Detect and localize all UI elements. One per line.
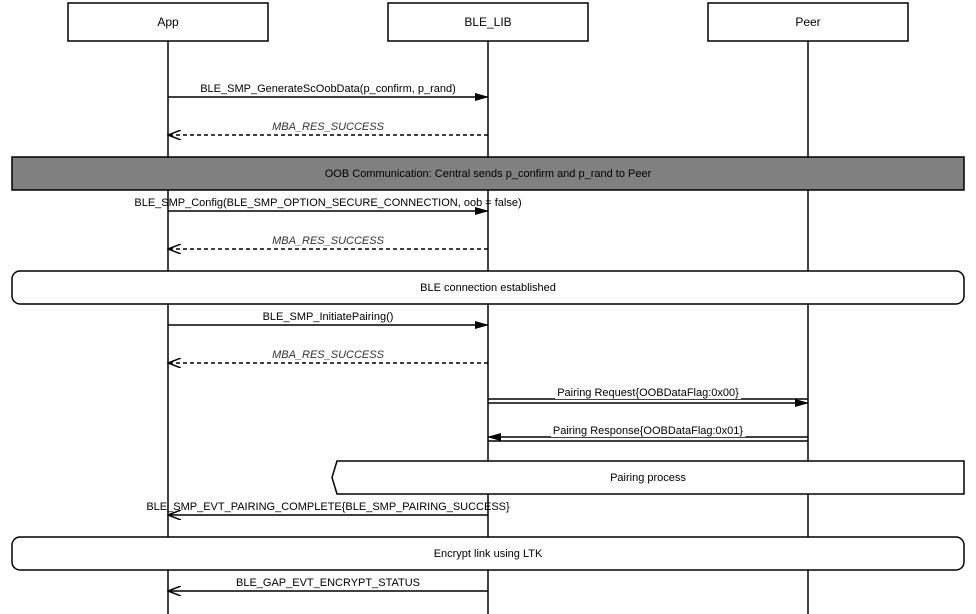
message-label: MBA_RES_SUCCESS — [272, 121, 385, 133]
message-call[interactable]: BLE_SMP_Config(BLE_SMP_OPTION_SECURE_CON… — [134, 197, 522, 215]
message-label: BLE_SMP_GenerateScOobData(p_confirm, p_r… — [200, 83, 456, 95]
participant-app[interactable]: App — [67, 2, 269, 42]
note-label: OOB Communication: Central sends p_confi… — [325, 168, 652, 180]
message-label: Pairing Response{OOBDataFlag:0x01} — [553, 425, 743, 437]
message-air[interactable]: Pairing Request{OOBDataFlag:0x00} — [488, 387, 809, 407]
note-label: Encrypt link using LTK — [434, 548, 543, 560]
participant-label: Peer — [795, 15, 820, 29]
message-call[interactable]: BLE_SMP_GenerateScOobData(p_confirm, p_r… — [168, 83, 489, 101]
message-label: Pairing Request{OOBDataFlag:0x00} — [557, 387, 739, 399]
message-label: BLE_SMP_Config(BLE_SMP_OPTION_SECURE_CON… — [134, 197, 521, 209]
message-return[interactable]: MBA_RES_SUCCESS — [168, 349, 488, 363]
message-label: BLE_SMP_InitiatePairing() — [263, 311, 394, 323]
participant-label: BLE_LIB — [464, 15, 511, 29]
note-label: Pairing process — [610, 472, 686, 484]
message-label: BLE_GAP_EVT_ENCRYPT_STATUS — [236, 577, 420, 589]
message-label: BLE_SMP_EVT_PAIRING_COMPLETE{BLE_SMP_PAI… — [146, 501, 510, 513]
note-rounded: BLE connection established — [11, 270, 965, 305]
participant-ble_lib[interactable]: BLE_LIB — [387, 2, 589, 42]
note-label: BLE connection established — [420, 282, 556, 294]
message-event[interactable]: BLE_SMP_EVT_PAIRING_COMPLETE{BLE_SMP_PAI… — [146, 501, 510, 515]
note-rounded: Encrypt link using LTK — [11, 536, 965, 571]
message-return[interactable]: MBA_RES_SUCCESS — [168, 235, 488, 249]
message-call[interactable]: BLE_SMP_InitiatePairing() — [168, 311, 489, 329]
note-grey: OOB Communication: Central sends p_confi… — [11, 156, 965, 191]
message-return[interactable]: MBA_RES_SUCCESS — [168, 121, 488, 135]
message-event[interactable]: BLE_GAP_EVT_ENCRYPT_STATUS — [168, 577, 488, 591]
participant-peer[interactable]: Peer — [707, 2, 909, 42]
message-label: MBA_RES_SUCCESS — [272, 235, 385, 247]
message-air[interactable]: Pairing Response{OOBDataFlag:0x01} — [487, 425, 808, 442]
participant-label: App — [157, 15, 179, 29]
message-label: MBA_RES_SUCCESS — [272, 349, 385, 361]
note-hexagon: Pairing process — [331, 460, 965, 495]
